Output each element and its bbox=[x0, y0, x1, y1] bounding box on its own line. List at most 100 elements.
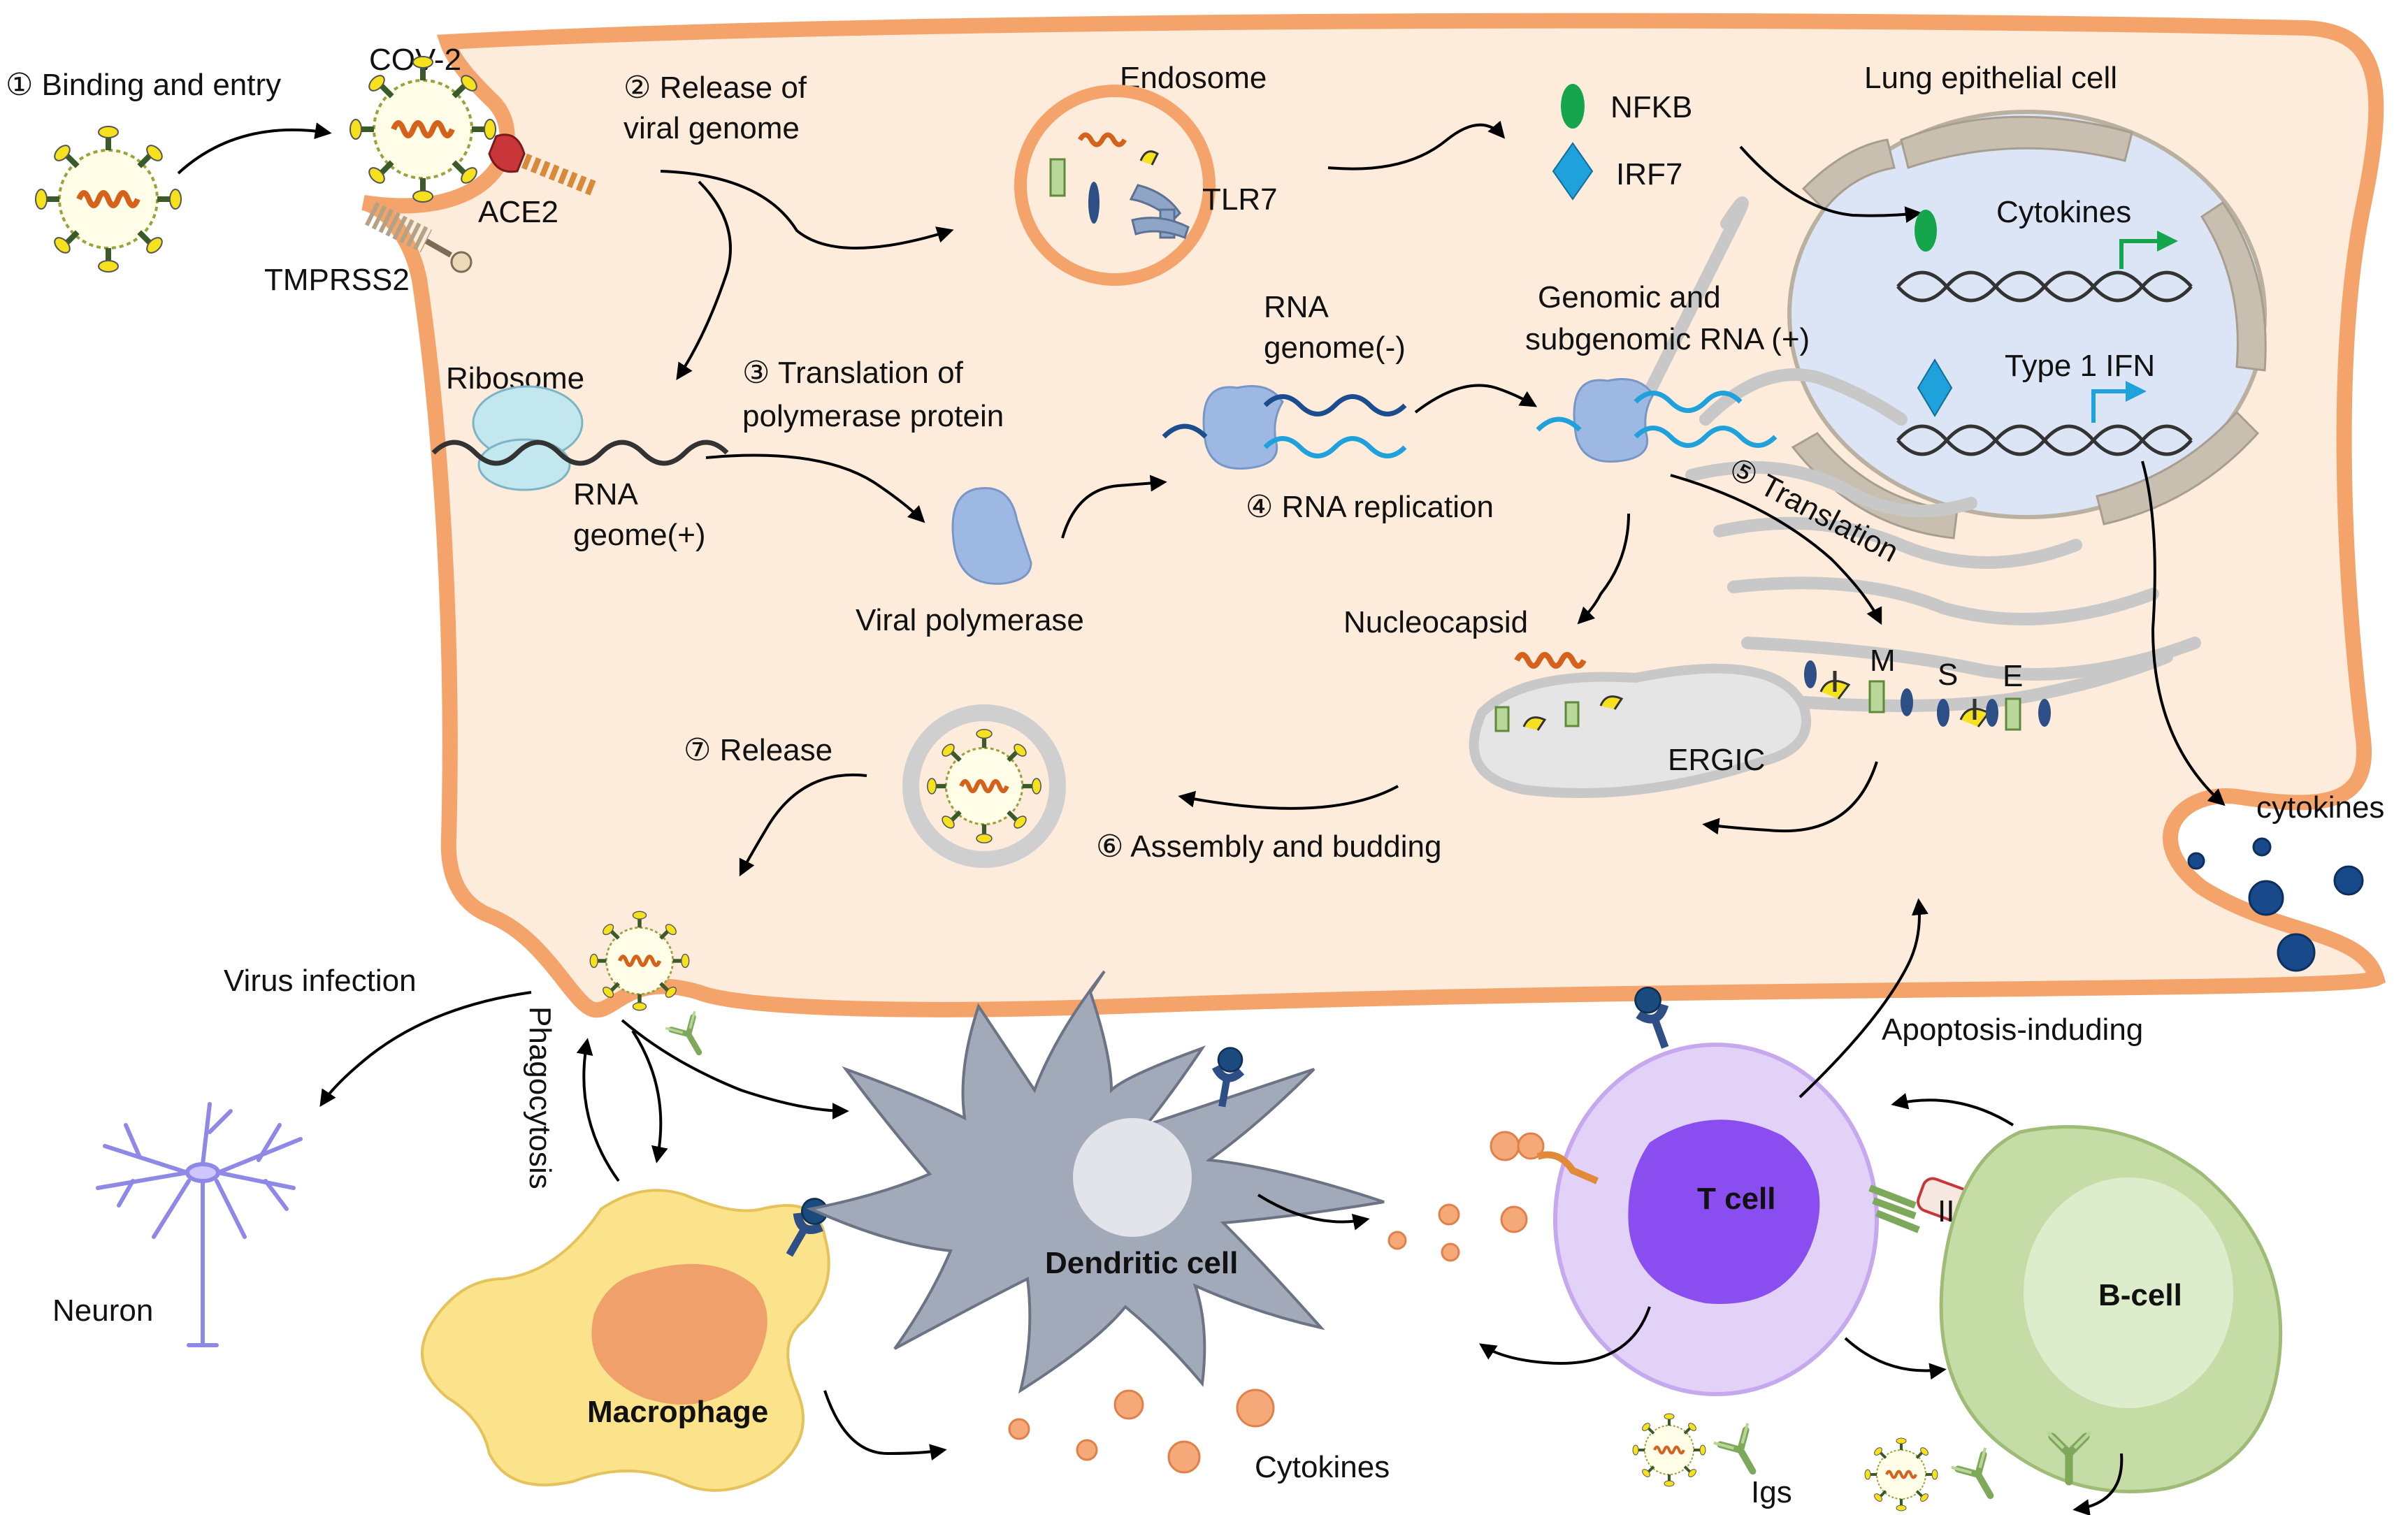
neuron bbox=[96, 1102, 303, 1347]
rna-neg-label-line1: RNA bbox=[1264, 290, 1329, 324]
nucleus bbox=[1787, 110, 2267, 539]
arrow-to-endosome bbox=[660, 170, 954, 249]
arrow-apoptosis bbox=[1798, 898, 1928, 1099]
tmprss2-protease bbox=[364, 201, 473, 273]
irf7-icon bbox=[1552, 142, 1594, 201]
arrow-dendritic-cytokines bbox=[1257, 1194, 1370, 1231]
step6-label: ⑥ Assembly and budding bbox=[1096, 829, 1441, 864]
antibody-near-virus bbox=[665, 1011, 714, 1061]
arrow-release bbox=[739, 773, 867, 877]
genomic-label-line1: Genomic and bbox=[1538, 280, 1721, 314]
endoplasmic-reticulum bbox=[1643, 196, 2201, 712]
igs-virus-2 bbox=[1863, 1437, 1939, 1512]
b-cell-label: B-cell bbox=[2098, 1278, 2182, 1312]
s-label: S bbox=[1938, 658, 1958, 692]
apoptosis-label: Apoptosis-induding bbox=[1882, 1013, 2143, 1047]
genomic-rna-strand1 bbox=[1634, 391, 1743, 413]
free-virus bbox=[36, 126, 181, 272]
irf7-label: IRF7 bbox=[1616, 157, 1682, 191]
arrow-virus-to-macrophage bbox=[631, 1029, 668, 1164]
dna-strand-upper bbox=[1896, 270, 2193, 303]
polymerase-genomic bbox=[1573, 378, 1654, 463]
er-membrane-proteins bbox=[1804, 660, 2051, 731]
arrow-assembly bbox=[1178, 785, 1399, 810]
nucleus-irf7-icon bbox=[1917, 358, 1953, 417]
arrow-polymerase-to-replication bbox=[1061, 474, 1167, 539]
rna-pos-label-line2: geome(+) bbox=[573, 518, 706, 552]
arrow-tlr7-to-nfkb bbox=[1327, 120, 1506, 171]
nfkb-label: NFKB bbox=[1610, 90, 1692, 124]
cytokines-bottom bbox=[1008, 1203, 1528, 1474]
genomic-rna-strand3 bbox=[1536, 416, 1582, 432]
nucleus-nfkb-icon bbox=[1915, 210, 1937, 252]
ace2-label: ACE2 bbox=[478, 195, 558, 229]
arrow-macrophage-cytokines bbox=[823, 1390, 947, 1460]
rna-strand-new bbox=[1263, 436, 1407, 458]
m-label: M bbox=[1870, 644, 1896, 678]
rna-genome-positive bbox=[431, 440, 729, 466]
cytokines-out-label: cytokines bbox=[2256, 790, 2384, 825]
b-cell bbox=[1939, 1125, 2283, 1493]
nucleocapsid-icon bbox=[1514, 652, 1587, 669]
step7-label: ⑦ Release bbox=[684, 733, 832, 767]
arrow-to-genomic bbox=[1414, 384, 1538, 414]
macrophage-label: Macrophage bbox=[587, 1395, 768, 1429]
arrow-b-to-t bbox=[1891, 1093, 2014, 1126]
ergic-compartment bbox=[1469, 663, 1811, 798]
igs-label: Igs bbox=[1751, 1475, 1792, 1509]
arrow-er-to-ergic bbox=[1702, 761, 1878, 835]
dendritic-cell bbox=[806, 970, 1385, 1394]
cytokines-bottom-label: Cytokines bbox=[1255, 1450, 1390, 1484]
virus-infection-label: Virus infection bbox=[224, 964, 417, 998]
assembled-virion bbox=[902, 704, 1066, 868]
tlr7-label: TLR7 bbox=[1202, 182, 1278, 217]
ace2-receptor bbox=[488, 133, 598, 196]
step3-label-line2: polymerase protein bbox=[742, 399, 1004, 433]
step2-label-line2: viral genome bbox=[623, 111, 800, 145]
dendritic-cell-label: Dendritic cell bbox=[1045, 1246, 1238, 1280]
arrow-cytokine-secretion bbox=[2141, 461, 2226, 806]
arrow-b-to-igs bbox=[2072, 1453, 2124, 1515]
igs-antibody-1 bbox=[1714, 1423, 1770, 1481]
cytokines-transcription-arrow bbox=[2119, 231, 2178, 269]
lung-cell-label: Lung epithelial cell bbox=[1864, 61, 2117, 95]
arrow-virus-to-dendritic bbox=[621, 1019, 849, 1119]
phagocytosis-label: Phagocytosis bbox=[523, 1006, 557, 1189]
t-cell bbox=[1490, 984, 1879, 1396]
dna-strand-lower bbox=[1896, 424, 2193, 456]
cytokines-nucleus-label: Cytokines bbox=[1996, 195, 2131, 229]
genomic-label-line2: subgenomic RNA (+) bbox=[1525, 322, 1810, 356]
arrow-phagocytosis-up bbox=[576, 1038, 620, 1182]
macrophage bbox=[421, 1189, 832, 1492]
step2-label-line1: ② Release of bbox=[623, 71, 807, 105]
ribosome bbox=[472, 385, 584, 491]
arrow-t-to-cytokines bbox=[1479, 1306, 1651, 1365]
polymerase-replication bbox=[1202, 385, 1284, 470]
ifn-transcription-arrow bbox=[2091, 381, 2147, 423]
rna-strand-template bbox=[1162, 423, 1208, 439]
igs-virus-1 bbox=[1631, 1412, 1707, 1488]
viral-polymerase-label: Viral polymerase bbox=[856, 603, 1084, 637]
arrow-to-nucleocapsid bbox=[1577, 513, 1630, 625]
arrow-to-nucleus bbox=[1739, 145, 1922, 224]
nfkb-icon bbox=[1561, 84, 1585, 129]
endosome bbox=[1014, 85, 1216, 286]
viral-polymerase-shape bbox=[951, 487, 1032, 585]
genomic-rna-strand2 bbox=[1634, 426, 1778, 448]
neuron-label: Neuron bbox=[52, 1293, 153, 1328]
rna-pos-label-line1: RNA bbox=[573, 477, 639, 512]
arrow-to-er bbox=[1670, 474, 1882, 625]
secreted-cytokines bbox=[2187, 837, 2364, 972]
rna-neg-label-line2: genome(-) bbox=[1264, 331, 1406, 365]
igs-antibody-2 bbox=[1952, 1448, 2007, 1506]
step1-label: ① Binding and entry bbox=[6, 68, 281, 102]
rna-strand-negative bbox=[1263, 394, 1407, 416]
t-cell-cytokine-receptor bbox=[1490, 1131, 1599, 1184]
arrow-t-to-b bbox=[1844, 1337, 1947, 1380]
t-cell-label: T cell bbox=[1697, 1182, 1776, 1216]
arrow-to-polymerase bbox=[705, 454, 925, 523]
arrow-entry bbox=[177, 122, 332, 175]
nucleocapsid-label: Nucleocapsid bbox=[1343, 605, 1528, 639]
step4-label: ④ RNA replication bbox=[1246, 490, 1494, 524]
